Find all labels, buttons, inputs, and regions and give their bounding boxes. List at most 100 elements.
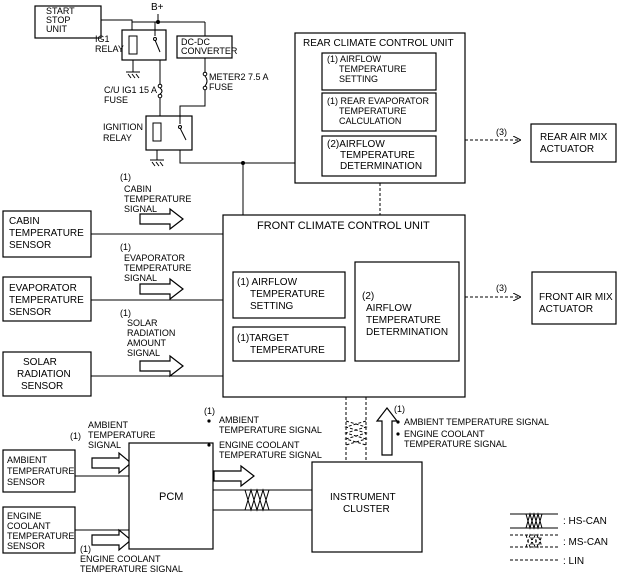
cluster-to-front-signal: (1) AMBIENT TEMPERATURE SIGNAL ENGINE CO… — [375, 404, 549, 456]
rear-ccu-evaporator-calc-block — [321, 92, 437, 132]
pcm: PCM — [128, 442, 214, 550]
ig1-relay-coil — [128, 35, 138, 55]
start-stop-unit-box — [34, 5, 102, 39]
dcdc-converter-label: DC-DC CONVERTER — [181, 37, 238, 56]
legend-hs-can-label: : HS-CAN — [563, 516, 607, 527]
start-stop-wire — [101, 19, 133, 30]
front-ccu-title: FRONT CLIMATE CONTROL UNIT — [257, 220, 430, 232]
pcm-to-cluster-signal: (1) AMBIENT TEMPERATURE SIGNAL ENGINE CO… — [204, 406, 322, 488]
cu-ig1-fuse-label: C/U IG1 15 A FUSE — [104, 85, 159, 105]
cluster-front-signal-1: AMBIENT TEMPERATURE SIGNAL — [404, 417, 549, 427]
pcm-cluster-signal-1: AMBIENT TEMPERATURE SIGNAL — [219, 415, 322, 435]
ig1-relay-switch — [154, 39, 161, 53]
front-ccu-airflow-setting-block — [232, 271, 346, 319]
rear-climate-control-unit: REAR CLIMATE CONTROL UNIT (1) AIRFLOW TE… — [294, 32, 520, 215]
front-ccu-determination-label: (2) AIRFLOW TEMPERATURE DETERMINATION — [362, 291, 448, 338]
pcm-label: PCM — [159, 491, 183, 503]
legend-ms-can-label: : MS-CAN — [563, 537, 608, 548]
coolant-signal-label: (1) ENGINE COOLANT TEMPERATURE SIGNAL — [80, 544, 183, 574]
solar-sensor-box — [2, 351, 92, 397]
cluster-front-ms-can — [344, 397, 368, 462]
ignition-output-wire — [179, 150, 295, 164]
ambient-signal-label: AMBIENT TEMPERATURE SIGNAL — [88, 420, 158, 450]
cluster-front-signal-num: (1) — [394, 404, 405, 414]
start-stop-unit-label: START STOP UNIT — [46, 6, 77, 34]
pcm-cluster-signal-arrow — [213, 464, 255, 488]
legend-lin-label: : LIN — [563, 556, 584, 567]
ambient-temperature-sensor: AMBIENT TEMPERATURE SENSOR — [2, 449, 129, 493]
cabin-signal: (1) CABIN TEMPERATURE SIGNAL — [120, 172, 194, 231]
evaporator-signal-arrow — [139, 277, 184, 301]
front-climate-control-unit: FRONT CLIMATE CONTROL UNIT (1) AIRFLOW T… — [222, 214, 520, 398]
rear-actuator-label: REAR AIR MIX ACTUATOR — [540, 132, 610, 155]
ambient-signal: (1) AMBIENT TEMPERATURE SIGNAL — [70, 420, 158, 475]
ignition-relay-switch — [179, 127, 187, 141]
front-actuator-box — [531, 271, 617, 325]
cabin-sensor-box — [2, 210, 92, 258]
coolant-signal: (1) ENGINE COOLANT TEMPERATURE SIGNAL — [80, 528, 183, 574]
rear-ccu-determination-block — [321, 135, 437, 177]
solar-signal: (1) SOLAR RADIATION AMOUNT SIGNAL — [120, 308, 184, 378]
rear-actuator-arrow-label: (3) — [496, 127, 507, 137]
ignition-relay-box — [145, 115, 193, 151]
front-ccu-target-temp-block — [232, 326, 346, 362]
solar-signal-label: (1) SOLAR RADIATION AMOUNT SIGNAL — [120, 308, 178, 358]
ambient-sensor-label: AMBIENT TEMPERATURE SENSOR — [7, 455, 77, 487]
ambient-sensor-box — [2, 449, 76, 493]
rear-air-mix-actuator: REAR AIR MIX ACTUATOR — [530, 123, 617, 163]
evaporator-signal-label: (1) EVAPORATOR TEMPERATURE SIGNAL — [120, 242, 194, 283]
rear-ccu-airflow-setting-block — [321, 52, 437, 91]
front-air-mix-actuator: FRONT AIR MIX ACTUATOR — [531, 271, 617, 325]
legend-ms-can: : MS-CAN — [510, 533, 608, 549]
rear-ccu-determination-label: (2)AIRFLOW TEMPERATURE DETERMINATION — [327, 139, 422, 172]
pcm-box — [128, 442, 214, 550]
legend-lin: : LIN — [510, 556, 584, 567]
front-actuator-arrow-label: (3) — [496, 283, 507, 293]
solar-radiation-sensor: SOLAR RADIATION SENSOR — [2, 351, 223, 397]
cabin-signal-arrow — [139, 207, 184, 231]
cabin-sensor-label: CABIN TEMPERATURE SENSOR — [9, 216, 87, 251]
front-ccu-airflow-setting-label: (1) AIRFLOW TEMPERATURE SETTING — [237, 277, 328, 312]
evaporator-sensor-label: EVAPORATOR TEMPERATURE SENSOR — [9, 283, 87, 318]
ignition-relay-label: IGNITION RELAY — [103, 122, 146, 143]
evaporator-signal: (1) EVAPORATOR TEMPERATURE SIGNAL — [120, 242, 194, 301]
instrument-cluster: INSTRUMENT CLUSTER — [311, 461, 423, 553]
bplus-label: B+ — [151, 2, 164, 13]
cabin-temperature-sensor: CABIN TEMPERATURE SENSOR — [2, 210, 223, 258]
solar-sensor-label: SOLAR RADIATION SENSOR — [17, 357, 74, 392]
engine-coolant-sensor: ENGINE COOLANT TEMPERATURE SENSOR — [2, 506, 129, 554]
pcm-cluster-signal-num: (1) — [204, 406, 215, 416]
rear-ccu-title: REAR CLIMATE CONTROL UNIT — [303, 38, 454, 49]
instrument-cluster-box — [311, 461, 423, 553]
coolant-sensor-box — [2, 506, 76, 554]
cluster-front-signal-2: ENGINE COOLANT TEMPERATURE SIGNAL — [404, 429, 507, 449]
instrument-cluster-label: INSTRUMENT CLUSTER — [330, 492, 398, 515]
cabin-signal-label: (1) CABIN TEMPERATURE SIGNAL — [120, 172, 194, 214]
rear-ccu-evaporator-calc-label: (1) REAR EVAPORATOR TEMPERATURE CALCULAT… — [327, 96, 432, 126]
power-supply-section: START STOP UNIT B+ IG1 RELAY DC-DC CO — [34, 2, 295, 215]
ig1-relay-pin — [153, 37, 157, 41]
coolant-sensor-label: ENGINE COOLANT TEMPERATURE SENSOR — [7, 511, 77, 551]
coolant-signal-arrow — [91, 528, 132, 552]
ig1-relay-label: IG1 RELAY — [95, 34, 124, 54]
rear-ccu-airflow-setting-label: (1) AIRFLOW TEMPERATURE SETTING — [327, 54, 409, 84]
ignition-relay-coil — [152, 122, 162, 142]
bplus-node — [156, 20, 160, 24]
meter2-fuse-label: METER2 7.5 A FUSE — [209, 72, 271, 92]
cluster-front-signal-arrow — [375, 407, 399, 456]
meter2-wire — [179, 90, 206, 116]
front-ccu-determination-block — [354, 261, 460, 362]
front-ccu-target-temp-label: (1)TARGET TEMPERATURE — [237, 333, 325, 356]
solar-signal-arrow — [139, 354, 184, 378]
rear-actuator-box — [530, 123, 617, 163]
evaporator-sensor-box — [2, 276, 92, 322]
legend: : HS-CAN : MS-CAN : LIN — [510, 512, 608, 567]
legend-hs-can: : HS-CAN — [510, 512, 607, 530]
cu-ig1-fuse-symbol — [159, 87, 163, 95]
ambient-signal-num: (1) — [70, 431, 81, 441]
pcm-cluster-signal-2: ENGINE COOLANT TEMPERATURE SIGNAL — [219, 440, 322, 460]
meter2-fuse-symbol — [204, 75, 208, 87]
front-actuator-label: FRONT AIR MIX ACTUATOR — [539, 292, 616, 315]
ambient-signal-arrow — [91, 451, 132, 475]
